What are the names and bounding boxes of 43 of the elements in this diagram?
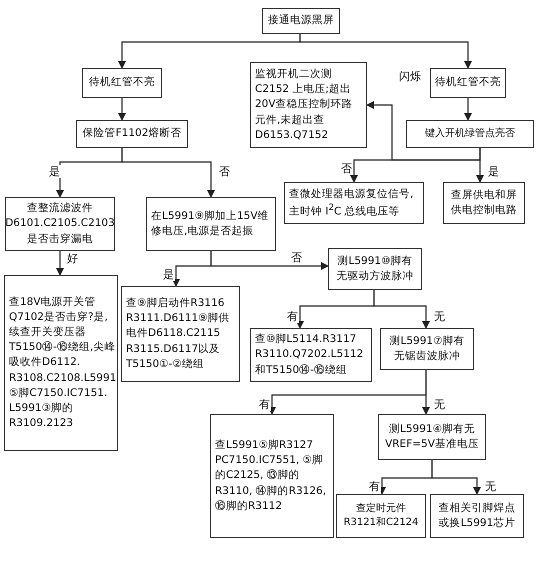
arrow	[464, 98, 472, 121]
edge-label: 是	[487, 165, 500, 178]
edge-label: 有	[286, 310, 299, 324]
arrow	[56, 251, 64, 276]
process-box: 查18V电源开关管 Q7102是否击穿?是,续查开关变压器 T5150⑭-⑯绕组,尖峰吸收件D6112. R3108.C2108.L5991 ⑤脚C7150.IC7151. L5991③脚的 R3109.2123	[4, 275, 118, 451]
process-box: 监视开机二次测 C2152 上电压;超出20V查稳压控制环路元件,未超出查 D6153.Q7152	[250, 62, 367, 148]
edge-label: 是	[48, 165, 61, 178]
process-box: 查定时元件 R3121和C2124	[336, 494, 426, 538]
edge-label: 否	[340, 162, 353, 176]
edge-label: 好	[66, 252, 79, 266]
process-box: 保险管F1102熔断否	[76, 120, 188, 148]
process-box: 查屏供电和屏供电控制电路	[443, 182, 525, 224]
process-box: 接通电源黑屏	[262, 8, 340, 34]
arrow	[431, 460, 481, 495]
arrow	[121, 148, 215, 198]
edge-label: 闪烁	[398, 70, 422, 84]
edge-label: 有	[368, 480, 381, 494]
process-box: 待机红管不亮	[82, 68, 162, 98]
process-box: 在L5991⑨脚加上15V维修电压,电源是否起振	[146, 197, 276, 251]
process-box: 查L5991⑤脚R3127 PC7150.IC7551, ⑤脚的C2125, ⑬脚的R3110, ⑭脚的R3126, ⑯脚的R3112	[210, 414, 334, 538]
edge-label: 有	[258, 398, 271, 412]
process-box: 测L5991⑦脚有无锯齿波脉冲	[380, 328, 474, 370]
edge-label: 无	[433, 398, 446, 412]
process-box: 查⑩脚L5114.R3117 R3110.Q7202.L5112 和T5150⑭-⑯绕组	[250, 328, 372, 382]
process-box: 待机红管不亮	[430, 68, 506, 98]
arrow	[118, 98, 126, 121]
process-box: 查微处理器电源复位信号,主时钟 I$^{2}$C 总线电压等	[284, 182, 424, 224]
arrow	[373, 290, 430, 329]
arrow	[210, 251, 329, 270]
edge-label: 否	[218, 165, 231, 178]
process-box: 测L5991⑩脚有无驱动方波脉冲	[328, 248, 422, 290]
arrow	[422, 370, 430, 415]
process-box: 测L5991④脚有无 VREF=5V基准电压	[378, 414, 486, 460]
process-box: 查⑨脚启动件R3116 R3111.D6111⑨脚供电件D6118.C2115 R3115.D6117以及T5150①-②绕组	[121, 286, 240, 382]
process-box: 键入开机绿管点亮否	[406, 120, 534, 148]
edge-label: 无	[433, 310, 446, 324]
edge-label: 是	[162, 268, 175, 282]
edge-label: 无	[484, 480, 497, 494]
process-box: 查整流滤波件 D6101.C2105.C2103 是否击穿漏电	[5, 197, 115, 251]
process-box: 查相关引脚焊点或换L5991芯片	[430, 494, 524, 538]
arrow	[299, 34, 472, 69]
edge-label: 否	[290, 251, 303, 264]
arrow	[476, 148, 484, 183]
